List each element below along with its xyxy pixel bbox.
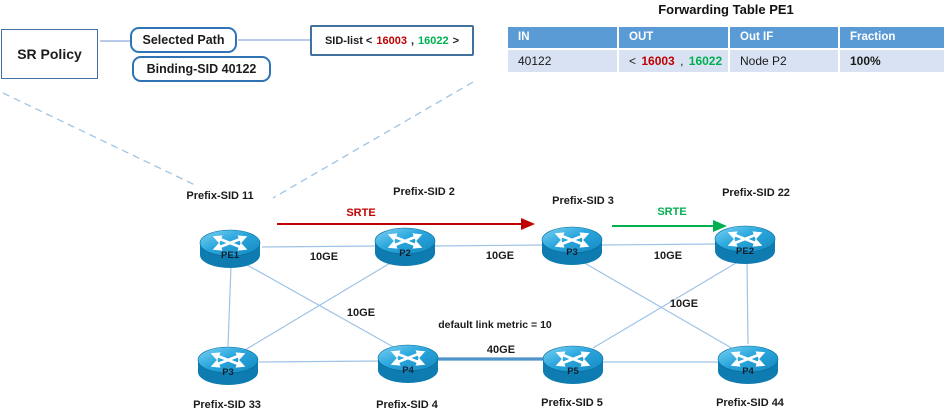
metric-note: default link metric = 10: [438, 319, 552, 331]
forwarding-table-title: Forwarding Table PE1: [658, 2, 794, 17]
router-icon: [374, 227, 436, 267]
sr-policy-box: SR Policy: [1, 29, 98, 79]
router-node-p4-bottom: P4: [377, 344, 439, 384]
router-node-p3-bottom: P3: [197, 346, 259, 386]
header-in: IN: [508, 27, 617, 48]
forwarding-table: IN OUT Out IF Fraction 40122 < 16003 , 1…: [508, 27, 944, 72]
sid-list-suffix: >: [452, 34, 460, 47]
cell-fraction: 100%: [840, 50, 944, 72]
router-name: P3: [566, 247, 578, 258]
header-out: OUT: [619, 27, 728, 48]
router-node-p4-right: P4: [717, 345, 779, 385]
router-name: P2: [399, 248, 411, 259]
link-label-cross-right: 10GE: [669, 298, 699, 310]
router-node-pe2: PE2: [714, 225, 776, 265]
binding-sid-label: Binding-SID 40122: [146, 62, 257, 76]
cell-out-if: Node P2: [730, 50, 838, 72]
link-label-cross-left: 10GE: [346, 307, 376, 319]
router-name: P5: [567, 366, 579, 377]
cell-out-sid2: 16022: [688, 54, 723, 68]
link-label-pe1-p2: 10GE: [309, 251, 339, 263]
srte-label-green: SRTE: [657, 206, 687, 218]
link-label-p2-p3: 10GE: [485, 250, 515, 262]
router-node-p2: P2: [374, 227, 436, 267]
router-icon: [717, 345, 779, 385]
router-icon: [377, 344, 439, 384]
box-connector-lines: [100, 39, 310, 42]
cell-out-open: <: [629, 54, 637, 68]
cell-out-close: >: [727, 54, 728, 68]
link-label-p4-p5-40ge: 40GE: [486, 344, 516, 356]
prefix-sid-label-p3-bottom: Prefix-SID 33: [193, 399, 261, 411]
srte-label-red: SRTE: [346, 207, 376, 219]
router-node-pe1: PE1: [199, 229, 261, 269]
router-name: P4: [742, 366, 754, 377]
prefix-sid-label-p5: Prefix-SID 5: [541, 397, 603, 409]
router-name: PE1: [221, 250, 239, 261]
sid-list-prefix: SID-list <: [324, 34, 373, 47]
sid-list-sid2: 16022: [418, 34, 449, 47]
sr-policy-label: SR Policy: [17, 46, 82, 62]
binding-sid-box: Binding-SID 40122: [132, 56, 271, 82]
cell-in: 40122: [508, 50, 617, 72]
router-node-p3-top: P3: [541, 226, 603, 266]
prefix-sid-label-p4-bottom: Prefix-SID 4: [376, 399, 438, 411]
router-icon: [541, 226, 603, 266]
prefix-sid-label-p2: Prefix-SID 2: [393, 186, 455, 198]
selected-path-label: Selected Path: [142, 33, 225, 47]
prefix-sid-label-pe1: Prefix-SID 11: [186, 190, 254, 202]
router-name: P3: [222, 367, 234, 378]
router-icon: [542, 345, 604, 385]
prefix-sid-label-p3-top: Prefix-SID 3: [552, 195, 614, 207]
router-name: P4: [402, 365, 414, 376]
router-icon: [714, 225, 776, 265]
router-icon: [199, 229, 261, 269]
header-fraction: Fraction: [840, 27, 944, 48]
sid-list-box: SID-list < 16003 , 16022 >: [310, 25, 474, 56]
router-name: PE2: [736, 246, 754, 257]
link-label-p3-pe2: 10GE: [653, 250, 683, 262]
router-icon: [197, 346, 259, 386]
forwarding-table-data-row: 40122 < 16003 , 16022 > Node P2 100%: [508, 50, 944, 72]
cell-out: < 16003 , 16022 >: [619, 50, 728, 72]
forwarding-table-header-row: IN OUT Out IF Fraction: [508, 27, 944, 48]
topology-links: [227, 243, 749, 363]
sid-list-separator: ,: [410, 34, 414, 47]
header-out-if: Out IF: [730, 27, 838, 48]
cell-out-sid1: 16003: [641, 54, 675, 68]
selected-path-box: Selected Path: [130, 27, 237, 53]
prefix-sid-label-p4-right: Prefix-SID 44: [716, 397, 784, 409]
prefix-sid-label-pe2: Prefix-SID 22: [722, 187, 790, 199]
dashed-pointer-lines: [2, 81, 474, 199]
cell-out-separator: ,: [680, 54, 684, 68]
sid-list-sid1: 16003: [376, 34, 407, 47]
router-node-p5: P5: [542, 345, 604, 385]
